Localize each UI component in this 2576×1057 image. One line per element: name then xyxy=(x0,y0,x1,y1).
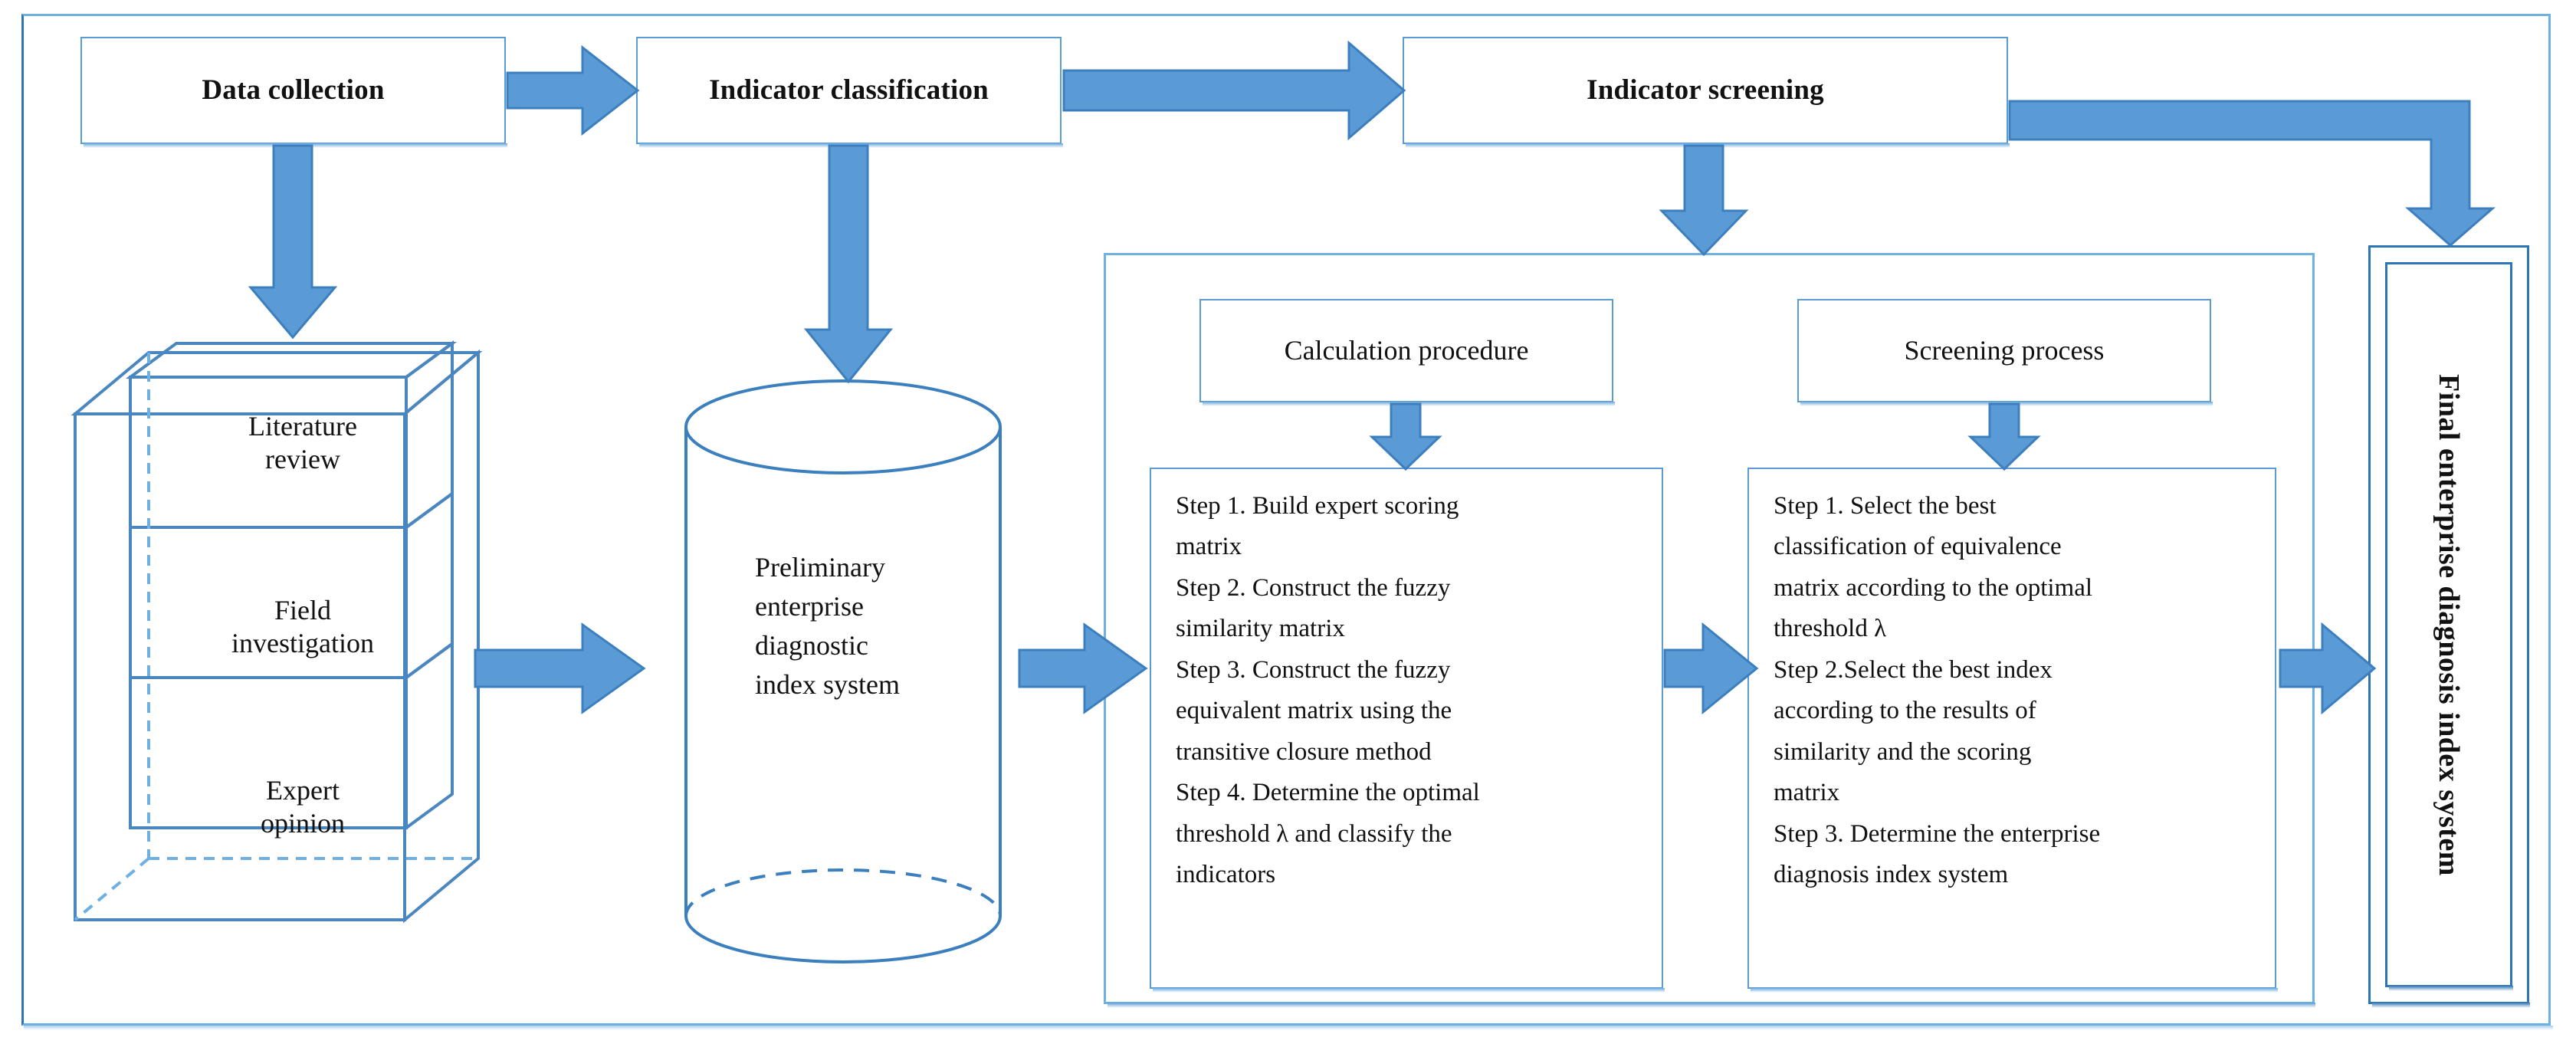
node-final-index-system[interactable]: Final enterprise diagnosis index system xyxy=(2385,262,2513,991)
cube-layer-expert-opinion-line2: opinion xyxy=(260,808,345,839)
node-final-index-system-label: Final enterprise diagnosis index system xyxy=(2433,373,2465,876)
node-screening-process-label: Screening process xyxy=(1904,335,2105,366)
screen-step-line: matrix according to the optimal xyxy=(1774,573,2093,602)
database-label-line4: index system xyxy=(755,669,900,701)
calc-step-line: indicators xyxy=(1176,861,1276,889)
screen-step-line: Step 1. Select the best xyxy=(1774,492,1997,520)
cube-layer-literature-review-line2: review xyxy=(265,444,340,475)
calc-step-line: equivalent matrix using the xyxy=(1176,697,1452,725)
node-indicator-screening[interactable]: Indicator screening xyxy=(1403,37,2010,148)
screen-step-line: matrix xyxy=(1774,779,1840,807)
cube-layer-field-investigation-line1: Field xyxy=(274,595,331,625)
screen-step-line: according to the results of xyxy=(1774,697,2036,725)
screen-step-line: Step 2.Select the best index xyxy=(1774,655,2053,684)
database-label-line2: enterprise xyxy=(755,591,864,622)
node-calculation-procedure-label: Calculation procedure xyxy=(1284,335,1529,366)
calc-step-line: Step 3. Construct the fuzzy xyxy=(1176,655,1451,684)
cube-layer-literature-review: Literature review xyxy=(142,410,464,476)
screen-step-line: Step 3. Determine the enterprise xyxy=(1774,819,2101,848)
calc-step-line: matrix xyxy=(1176,533,1242,561)
cube-layer-field-investigation-line2: investigation xyxy=(231,628,374,659)
cube-layer-literature-review-line1: Literature xyxy=(248,411,357,442)
screen-step-line: classification of equivalence xyxy=(1774,533,2062,561)
cube-layer-expert-opinion-line1: Expert xyxy=(266,775,340,806)
node-data-collection[interactable]: Data collection xyxy=(80,37,507,148)
diagram-outer-frame-shadow xyxy=(24,1026,2553,1030)
screen-step-line: diagnosis index system xyxy=(1774,861,2009,889)
database-label-line1: Preliminary xyxy=(755,552,885,583)
calc-step-line: Step 2. Construct the fuzzy xyxy=(1176,573,1451,602)
stacked-cube-icon: Literature review Field investigation Ex… xyxy=(69,337,498,943)
calc-step-line: similarity matrix xyxy=(1176,615,1345,643)
screen-step-line: similarity and the scoring xyxy=(1774,737,2032,766)
node-screening-process[interactable]: Screening process xyxy=(1797,299,2213,406)
database-label: Preliminary enterprise diagnostic index … xyxy=(755,548,1000,704)
node-calculation-steps: Step 1. Build expert scoring matrix Step… xyxy=(1150,468,1665,993)
node-indicator-screening-label: Indicator screening xyxy=(1587,74,1824,106)
cube-layer-field-investigation: Field investigation xyxy=(142,594,464,660)
cube-layer-expert-opinion: Expert opinion xyxy=(142,774,464,840)
calc-step-line: Step 1. Build expert scoring xyxy=(1176,492,1459,520)
node-calculation-procedure[interactable]: Calculation procedure xyxy=(1199,299,1615,406)
calc-step-line: transitive closure method xyxy=(1176,737,1432,766)
node-indicator-classification-label: Indicator classification xyxy=(709,74,989,106)
calc-step-line: Step 4. Determine the optimal xyxy=(1176,779,1480,807)
screen-step-line: threshold λ xyxy=(1774,615,1887,643)
node-screening-steps: Step 1. Select the best classification o… xyxy=(1747,468,2278,993)
calc-step-line: threshold λ and classify the xyxy=(1176,819,1452,848)
database-label-line3: diagnostic xyxy=(755,630,868,661)
node-data-collection-label: Data collection xyxy=(202,74,385,106)
node-indicator-classification[interactable]: Indicator classification xyxy=(636,37,1063,148)
database-cylinder-icon xyxy=(671,379,1016,985)
